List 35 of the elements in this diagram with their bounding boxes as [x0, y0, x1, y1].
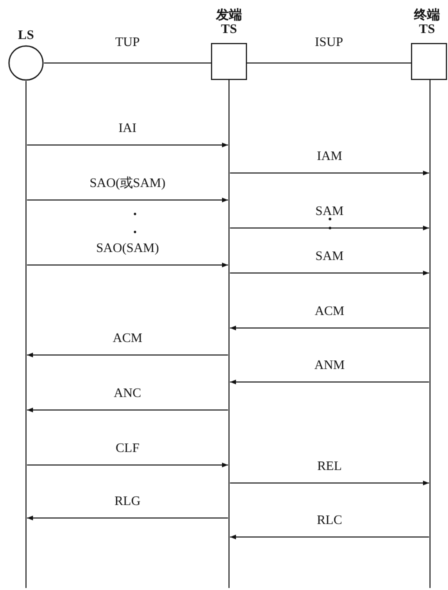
message-arrow	[230, 170, 429, 176]
message-arrow	[27, 462, 228, 468]
link-line	[247, 62, 411, 64]
message-arrow	[27, 142, 228, 148]
edge-label: CLF	[114, 441, 140, 455]
station-label: 发端 TS	[214, 8, 243, 36]
edge-label: ACM	[314, 304, 346, 318]
message-arrow	[230, 270, 429, 276]
message-arrow	[27, 352, 228, 358]
message-arrow	[27, 516, 228, 520]
edge-label: IAI	[117, 121, 138, 135]
edge-label: REL	[316, 459, 343, 473]
edge-label: TUP	[114, 35, 141, 49]
edge-label: SAM	[314, 249, 345, 263]
edge-label: SAM	[314, 204, 345, 218]
message-arrow	[230, 226, 429, 230]
edge-label: SAO(SAM)	[95, 241, 160, 255]
edge-label: ACM	[112, 331, 144, 345]
edge-label: SAO(或SAM)	[88, 176, 166, 190]
station-label: 终端 TS	[412, 8, 441, 36]
edge-label: ANC	[112, 386, 142, 400]
edge-label: ANM	[313, 358, 346, 372]
edge-label: ISUP	[314, 35, 344, 49]
link-line	[44, 62, 211, 64]
station-label: LS	[17, 28, 35, 42]
edge-label: RLG	[114, 494, 142, 508]
message-arrow	[230, 326, 429, 330]
message-arrow	[27, 198, 228, 202]
message-arrow	[27, 408, 228, 412]
message-arrow	[230, 480, 429, 486]
edge-label: IAM	[316, 149, 344, 163]
edge-label: RLC	[316, 513, 344, 527]
message-arrow	[230, 534, 429, 540]
message-arrow	[27, 262, 228, 268]
message-arrow	[230, 380, 429, 384]
